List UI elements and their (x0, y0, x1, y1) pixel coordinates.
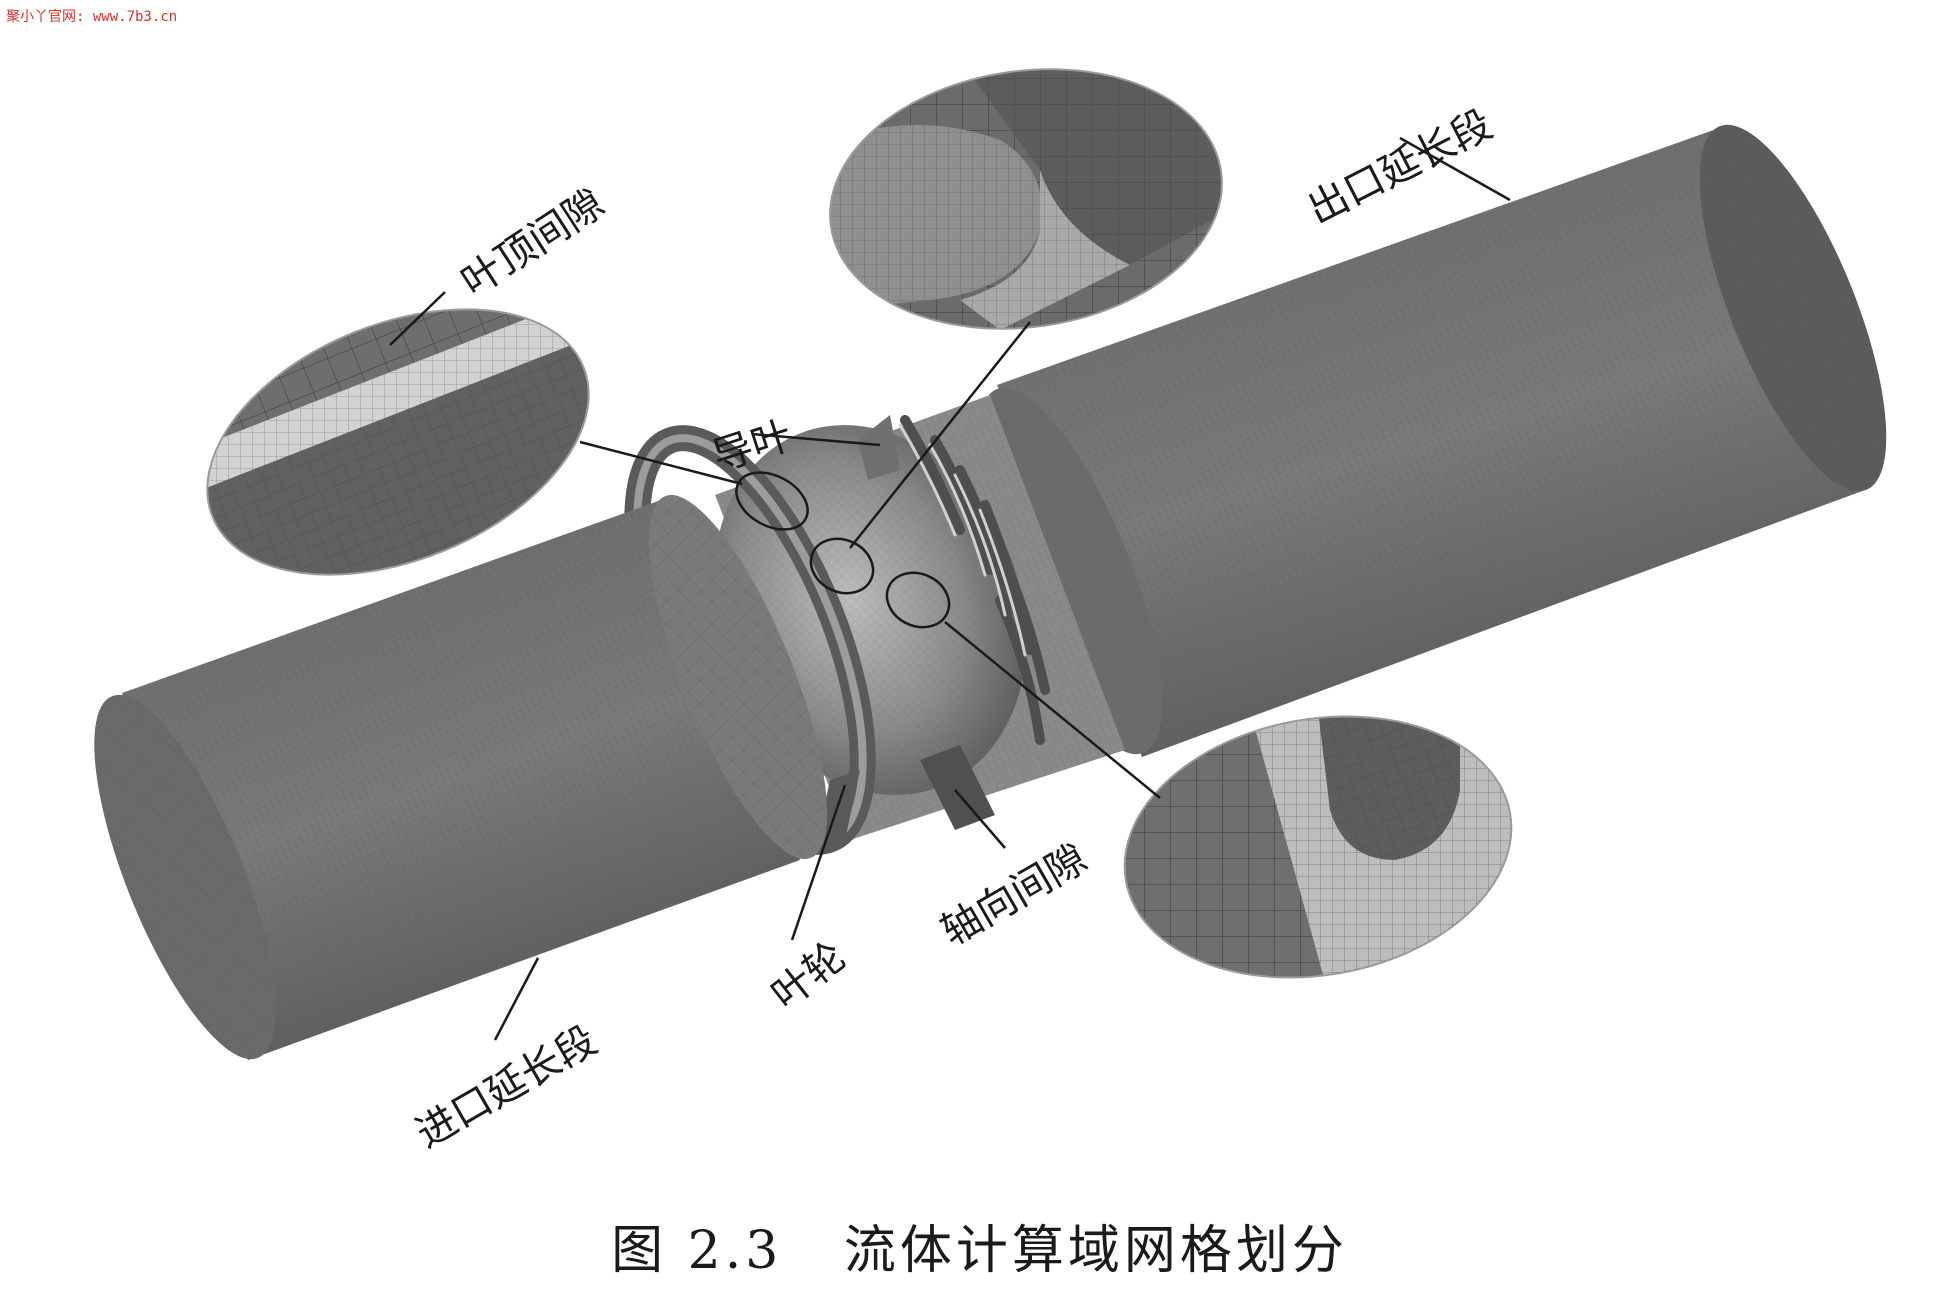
leader-top-inset (849, 321, 1031, 549)
axial-clearance-inset (1120, 710, 1520, 1000)
leader-impeller (790, 784, 847, 941)
leader-tip-clearance-label (389, 291, 446, 346)
leader-axial (954, 789, 1006, 849)
guide-vane-blades (900, 415, 1050, 745)
guide-vane-inset (820, 60, 1239, 340)
figure-title: 流体计算域网格划分 (843, 1221, 1348, 1281)
leader-outlet (1399, 136, 1511, 202)
leader-inlet (493, 957, 540, 1041)
leader-tip-clearance-circle (579, 440, 743, 486)
axial-detail-circle (885, 571, 951, 629)
figure-caption: 图 2.3 流体计算域网格划分 (0, 1208, 1959, 1283)
watermark: 聚小丫官网: www.7b3.cn (6, 9, 178, 25)
leader-right-inset (944, 621, 1161, 799)
guide-vane-tab (858, 415, 900, 480)
axial-gap-shell (920, 745, 995, 830)
figure-number: 图 2.3 (611, 1221, 783, 1281)
leader-guide-vane (751, 432, 881, 447)
inlet-extension-cylinder (94, 495, 828, 1060)
outlet-extension-cylinder (977, 124, 1887, 757)
leader-lines (389, 136, 1511, 1041)
